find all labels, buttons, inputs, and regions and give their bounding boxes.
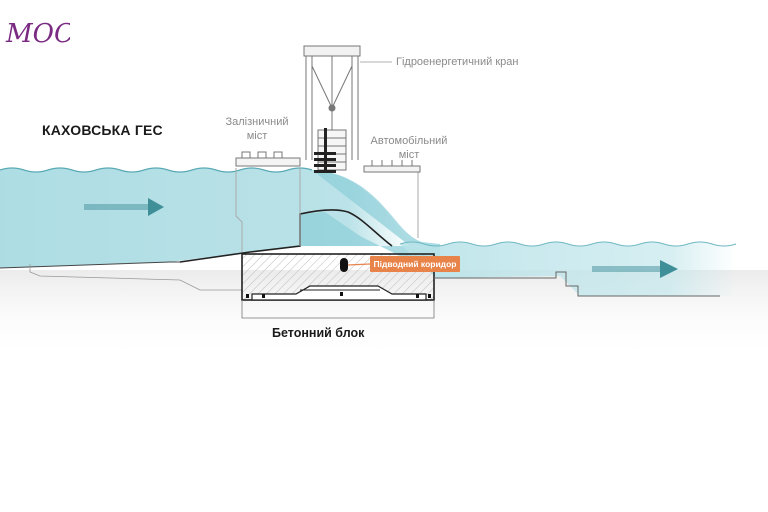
road-bridge <box>363 160 421 173</box>
dam-pier <box>235 168 419 252</box>
reservoir-waves <box>0 167 313 173</box>
corridor-opening <box>340 258 348 272</box>
railway-bridge-label-line1: Залізничний <box>225 116 289 128</box>
logo-text: МОСТ <box>5 19 70 49</box>
foundation <box>241 300 435 319</box>
gantry-crane <box>303 45 361 171</box>
gate-grid <box>314 128 336 173</box>
railway-bridge <box>235 151 301 167</box>
upstream-floor <box>0 261 180 269</box>
concrete-block-label: Бетонний блок <box>272 326 365 340</box>
crane-label: Гідроенергетичний кран <box>396 56 519 68</box>
railway-bridge-label: Залізничний міст <box>212 115 302 143</box>
downstream-apron <box>434 271 720 297</box>
diagram-title: КАХОВСЬКА ГЕС <box>42 122 163 138</box>
downstream-waves <box>399 241 737 247</box>
drain-marks <box>246 292 431 298</box>
arrow-right-icon <box>84 198 164 216</box>
road-bridge-label: Автомобільний міст <box>362 134 456 162</box>
road-bridge-label-line1: Автомобільний <box>370 135 448 147</box>
block-cavity <box>251 285 427 301</box>
railway-bridge-label-line2: міст <box>246 130 268 142</box>
spillway-water <box>300 170 440 256</box>
corridor-leader-line <box>347 263 371 266</box>
upstream-apron <box>29 264 242 291</box>
arrow-right-icon <box>592 260 678 278</box>
most-logo: МОСТ <box>5 19 70 49</box>
downstream-water <box>400 242 736 296</box>
underwater-corridor-label: Підводний коридор <box>370 256 460 272</box>
road-bridge-label-line2: міст <box>398 149 420 161</box>
